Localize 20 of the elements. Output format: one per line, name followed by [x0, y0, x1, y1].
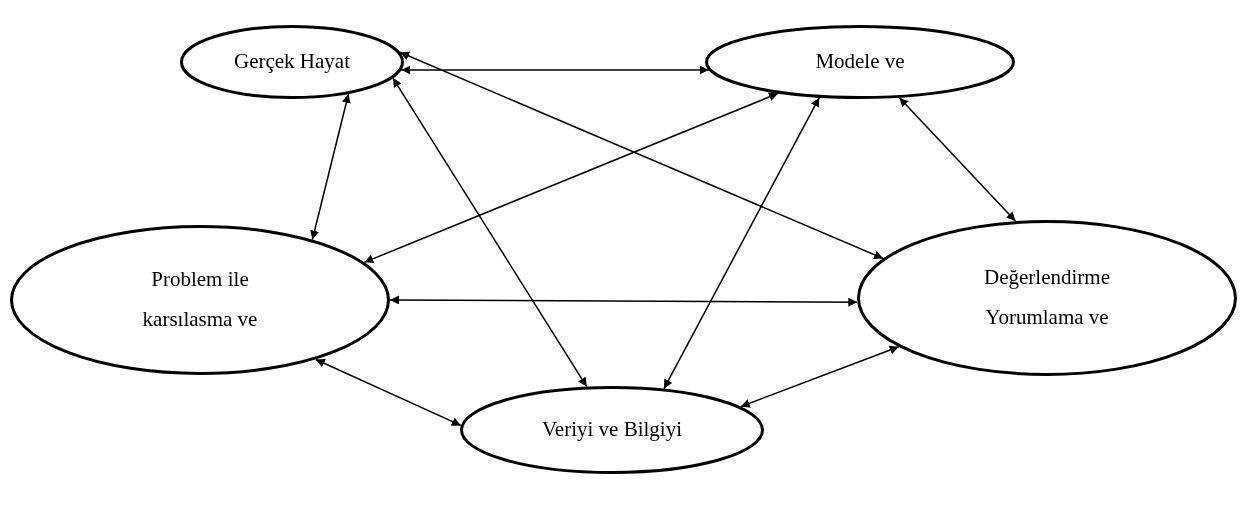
node-label: Veriyi ve Bilgiyi — [541, 416, 683, 444]
ellipse-node — [10, 225, 390, 375]
double-arrow — [399, 51, 884, 260]
ellipse-node — [857, 220, 1237, 376]
double-arrow — [663, 96, 820, 390]
double-arrow — [392, 77, 588, 388]
node-label: Problem ile karsılasma ve — [141, 266, 259, 333]
double-arrow — [389, 295, 859, 307]
node-label: Modele ve — [814, 48, 906, 76]
node-label: Değerlendirme Yorumlama ve — [983, 264, 1111, 331]
double-arrow — [898, 97, 1017, 222]
ellipse-node — [460, 386, 764, 474]
double-arrow — [400, 65, 710, 75]
double-arrow — [315, 358, 462, 427]
node-label: Gerçek Hayat — [233, 48, 351, 76]
double-arrow — [310, 93, 351, 241]
ellipse-node — [180, 25, 404, 99]
ellipse-node — [705, 25, 1015, 99]
double-arrow — [740, 345, 900, 408]
double-arrow — [363, 92, 779, 264]
